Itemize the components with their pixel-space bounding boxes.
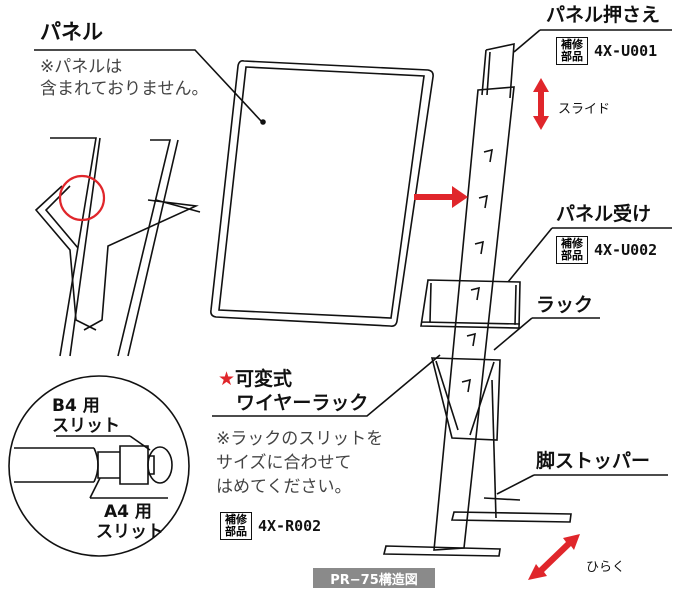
- panel-leader: [34, 49, 263, 123]
- a4-pointer: [89, 477, 101, 499]
- rack-note-line1: ※ラックのスリットを: [216, 429, 384, 449]
- panel-receiver-code: 4X-U002: [594, 241, 658, 259]
- slide-arrow: [533, 78, 549, 130]
- leg-stopper-label: 脚ストッパー: [536, 450, 651, 472]
- slit-detail-parts: [97, 445, 155, 485]
- rack-note-line3: はめてください。: [216, 477, 352, 497]
- holder-wire: [486, 51, 491, 96]
- slit-detail-rod: [14, 447, 99, 483]
- panel-note-line2: 含まれておりません。: [40, 79, 209, 99]
- repair-part-badge: 補修部品: [220, 512, 252, 540]
- b4-slit-line1: B4 用: [52, 396, 100, 416]
- wire-rack: [430, 357, 501, 441]
- repair-part-badge: 補修部品: [556, 37, 588, 65]
- front-leg: [382, 545, 501, 557]
- wire-rack-label-line1: ★可変式: [218, 368, 293, 390]
- panel-holder-part: 補修部品 4X-U001: [556, 37, 657, 65]
- repair-part-badge: 補修部品: [556, 236, 588, 264]
- clip-detail-pole-right: [117, 139, 179, 357]
- wire-rack-leader: [212, 354, 441, 417]
- panel-holder-label: パネル押さえ: [546, 4, 661, 26]
- detail-highlight-circle: [58, 174, 106, 222]
- rack-pointer: [493, 317, 533, 351]
- clip-detail-pole-left: [50, 137, 101, 357]
- a4-slit-line1: A4 用: [104, 502, 152, 522]
- panel-receiver-rack: [420, 279, 521, 329]
- open-arrow: [528, 534, 580, 580]
- panel-holder-pointer: [513, 29, 541, 53]
- back-leg: [450, 511, 572, 523]
- panel-receiver-label: パネル受け: [556, 203, 652, 225]
- panel-holder-code: 4X-U001: [594, 42, 658, 60]
- slit-detail-cap: [147, 446, 173, 484]
- panel-label: パネル: [40, 20, 103, 44]
- main-pole: [433, 86, 515, 551]
- panel-board-inner: [218, 66, 425, 319]
- wire-rack-part: 補修部品 4X-R002: [220, 512, 321, 540]
- clip-detail-wire: [34, 185, 201, 331]
- b4-slit-line2: スリット: [52, 416, 120, 436]
- slide-label: スライド: [558, 102, 611, 117]
- rack-note-line2: サイズに合わせて: [216, 453, 352, 473]
- b4-pointer: [129, 435, 151, 451]
- leg-stopper-pointer: [496, 474, 535, 495]
- slit-detail-circle: [8, 375, 190, 557]
- open-label: ひらく: [586, 560, 626, 575]
- wire-rack-label-line2: ワイヤーラック: [236, 392, 369, 414]
- wire-rack-code: 4X-R002: [258, 517, 322, 535]
- pole-hooks: [461, 148, 493, 393]
- diagram-caption: PR−75構造図: [313, 568, 435, 588]
- rack-label: ラック: [536, 294, 594, 316]
- panel-receiver-pointer: [507, 227, 553, 283]
- panel-board: [210, 60, 434, 327]
- leg-stopper-bar: [483, 497, 521, 501]
- panel-point: [260, 119, 266, 125]
- a4-slit-line2: スリット: [96, 522, 164, 542]
- attach-arrow: [414, 186, 468, 208]
- star-mark: ★: [218, 368, 236, 390]
- panel-holder-frame: [481, 42, 515, 99]
- panel-receiver-part: 補修部品 4X-U002: [556, 236, 657, 264]
- panel-note-line1: ※パネルは: [40, 57, 123, 77]
- rear-support: [491, 379, 497, 519]
